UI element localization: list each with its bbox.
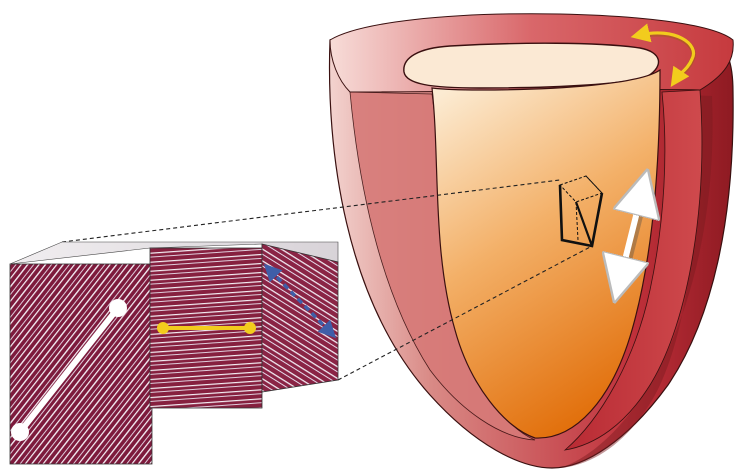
radial-strain-endpoint-bottom (11, 423, 29, 441)
tissue-block-circumferential (150, 248, 262, 408)
left-ventricle (330, 14, 734, 468)
tissue-blocks (10, 242, 338, 464)
tissue-block-longitudinal (262, 244, 338, 392)
radial-strain-endpoint-top (109, 299, 127, 317)
tissue-block-radial (10, 264, 152, 464)
circumferential-strain-endpoint-left (157, 322, 169, 334)
circumferential-strain-endpoint-right (244, 322, 256, 334)
